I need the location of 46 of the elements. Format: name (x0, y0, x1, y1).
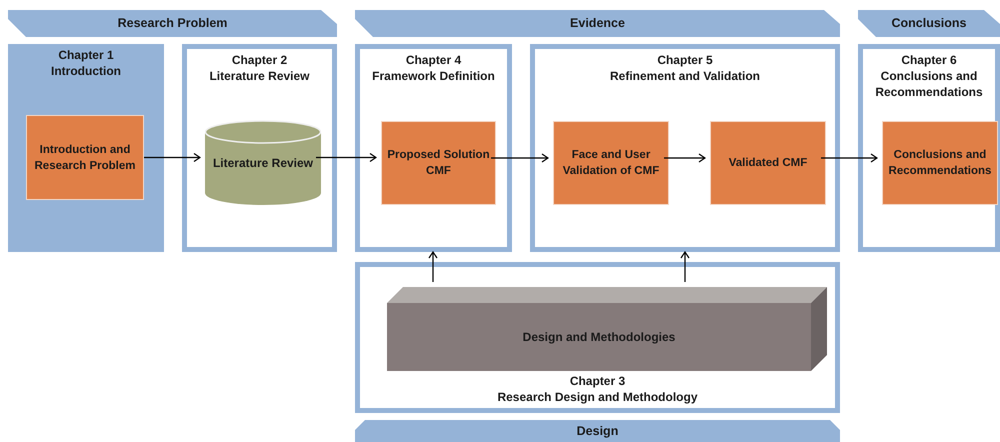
chapter-panel (355, 44, 512, 252)
heading-text: Conclusions and Recommendations (888, 148, 992, 179)
process-box (26, 115, 144, 200)
arrow (316, 152, 377, 162)
heading-text: Chapter 4 (404, 52, 462, 68)
database-cylinder (205, 120, 321, 205)
heading-text: Proposed Solution CMF (386, 148, 491, 179)
heading-text: Conclusions and Recommendations (874, 68, 984, 100)
heading-text: Literature Review (208, 68, 311, 84)
heading-text: Literature Review (212, 154, 314, 170)
arrow (680, 251, 690, 282)
heading-text: Chapter 5 (656, 52, 714, 68)
banner-label: Conclusions (891, 15, 966, 32)
process-box (553, 121, 669, 205)
heading-text: Framework Definition (371, 68, 496, 84)
process-box (882, 121, 998, 205)
banner-label: Evidence (570, 15, 625, 32)
arrow (144, 152, 201, 162)
arrow (664, 153, 706, 163)
banner-label: Research Problem (118, 15, 228, 32)
section-banner (355, 10, 840, 37)
chapter-panel (8, 44, 164, 252)
heading-text: Refinement and Validation (608, 68, 762, 84)
heading-text: Chapter 3 (568, 373, 626, 389)
heading-text: Design and Methodologies (522, 329, 676, 346)
heading-text: Chapter 2 (230, 52, 288, 68)
arrow (491, 153, 549, 163)
heading-text: Face and User Validation of CMF (562, 148, 660, 179)
chapter-panel (858, 44, 1000, 252)
heading-text: Research Design and Methodology (496, 389, 699, 405)
heading-text: Chapter 1 (57, 47, 115, 63)
heading-text: Introduction and Research Problem (34, 142, 136, 174)
arrow (821, 153, 878, 163)
section-banner (858, 10, 1000, 37)
heading-text: Chapter 6 (900, 52, 958, 68)
arrow (428, 251, 438, 282)
section-banner (355, 420, 840, 442)
heading-text: Introduction (50, 63, 122, 79)
chapter-panel (355, 262, 840, 413)
section-banner (8, 10, 337, 37)
process-box (381, 121, 496, 205)
chapter-panel (182, 44, 337, 252)
process-box (710, 121, 826, 205)
chapter-panel (530, 44, 840, 252)
banner-label: Design (576, 422, 618, 440)
heading-text: Validated CMF (728, 156, 808, 171)
